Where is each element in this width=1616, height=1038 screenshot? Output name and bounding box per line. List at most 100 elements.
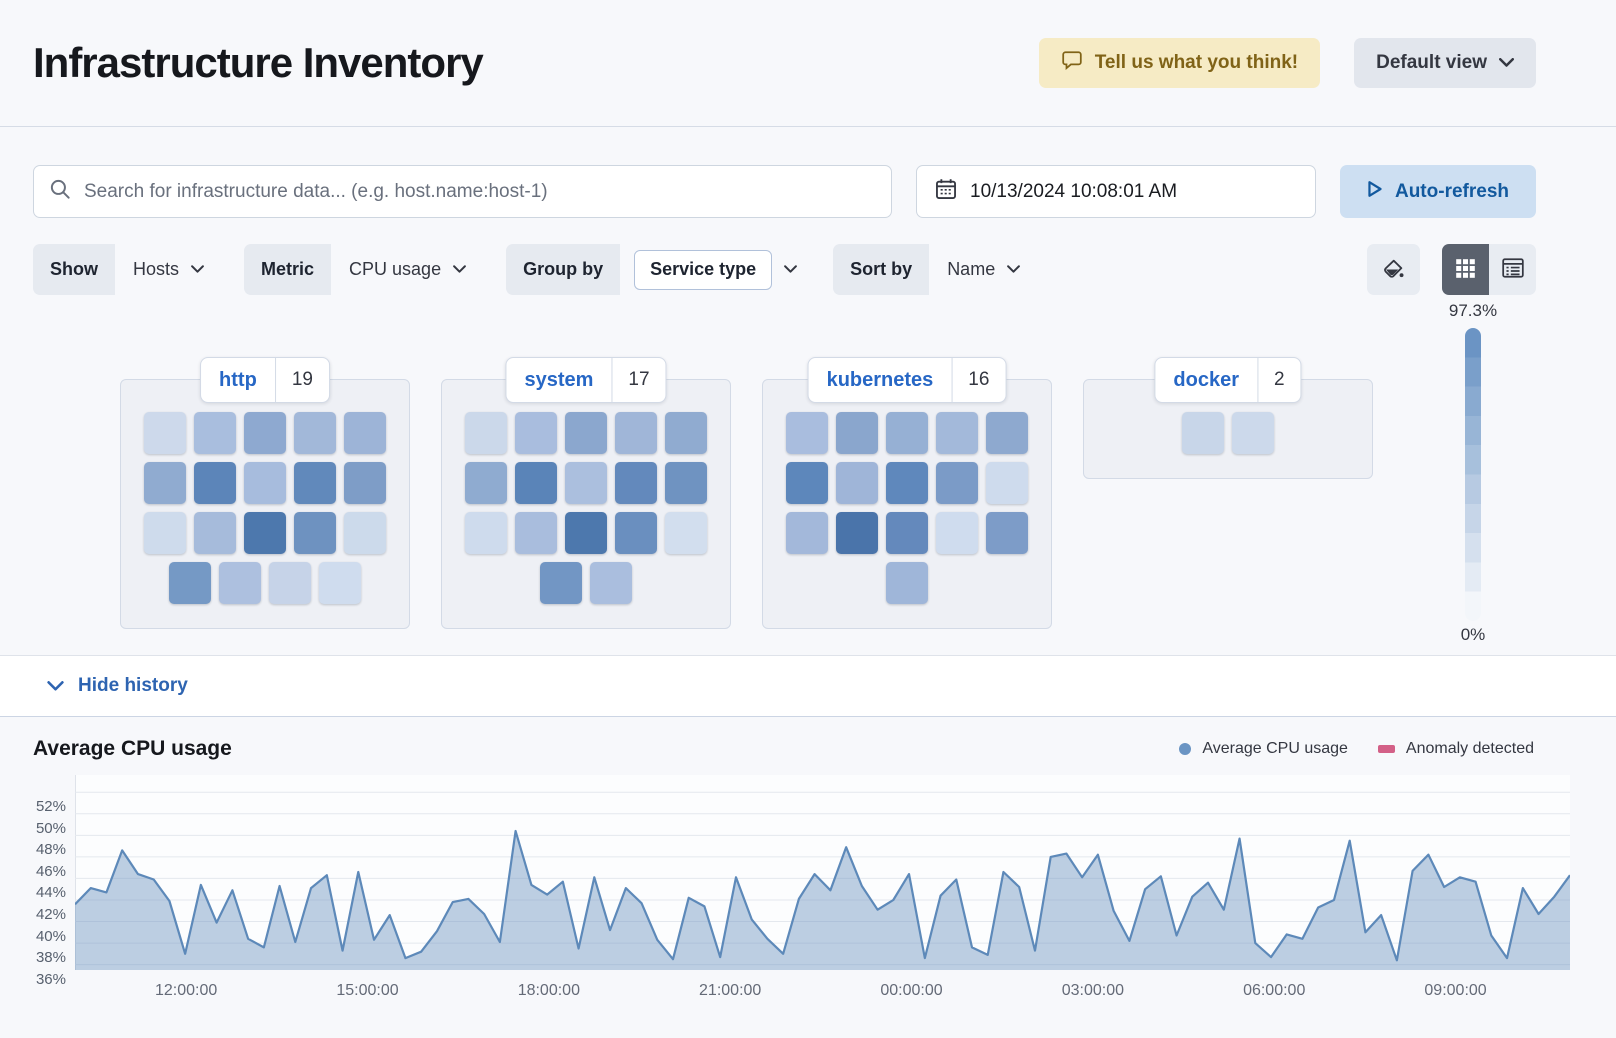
host-tile[interactable] [886,562,928,604]
host-tile[interactable] [886,412,928,454]
host-tile[interactable] [344,412,386,454]
group-label: system17 [505,357,666,403]
search-input[interactable] [84,181,875,203]
group-name-link[interactable]: kubernetes [809,369,952,392]
host-tile[interactable] [886,462,928,504]
host-tile[interactable] [219,562,261,604]
host-tile[interactable] [786,462,828,504]
host-tile[interactable] [986,512,1028,554]
host-tile[interactable] [169,562,211,604]
host-tile[interactable] [565,462,607,504]
host-tile[interactable] [665,462,707,504]
host-tile[interactable] [144,512,186,554]
host-tile[interactable] [936,462,978,504]
page-title: Infrastructure Inventory [33,39,483,87]
x-tick-label: 12:00:00 [155,982,217,1000]
host-tile[interactable] [194,512,236,554]
legend-item-avg-cpu[interactable]: Average CPU usage [1179,740,1348,758]
y-tick-label: 42% [36,906,66,923]
chart-title: Average CPU usage [33,737,232,761]
host-tile[interactable] [665,412,707,454]
group-label: docker2 [1154,357,1301,403]
host-tile[interactable] [344,512,386,554]
host-tile[interactable] [194,462,236,504]
legend-item-anomaly[interactable]: Anomaly detected [1378,740,1534,758]
host-tile[interactable] [515,412,557,454]
host-tile[interactable] [836,462,878,504]
host-tile[interactable] [665,512,707,554]
x-tick-label: 15:00:00 [336,982,398,1000]
search-toolbar: 10/13/2024 10:08:01 AM Auto-refresh [0,127,1616,218]
host-tile[interactable] [986,412,1028,454]
waffle-group-docker: docker2 [1083,379,1373,479]
chart-plot-area[interactable] [75,775,1570,970]
x-tick-label: 18:00:00 [518,982,580,1000]
speech-bubble-icon [1061,50,1083,76]
host-tile[interactable] [244,462,286,504]
group-label: http19 [200,357,330,403]
y-tick-label: 44% [36,884,66,901]
host-tile[interactable] [836,412,878,454]
host-tile[interactable] [244,412,286,454]
host-tile[interactable] [540,562,582,604]
host-tile[interactable] [615,412,657,454]
tile-row [121,512,409,554]
chevron-down-icon [453,265,466,274]
search-icon [50,179,71,205]
search-box [33,165,892,218]
view-dropdown-button[interactable]: Default view [1354,38,1536,88]
chevron-down-icon [1499,52,1514,74]
group-name-link[interactable]: system [506,369,611,392]
host-tile[interactable] [294,512,336,554]
waffle-group-kubernetes: kubernetes16 [762,379,1052,629]
host-tile[interactable] [786,412,828,454]
host-tile[interactable] [269,562,311,604]
tile-row [763,462,1051,504]
host-tile[interactable] [144,462,186,504]
metric-dropdown[interactable]: CPU usage [331,244,484,295]
host-tile[interactable] [1232,412,1274,454]
host-tile[interactable] [465,512,507,554]
history-toggle-bar: Hide history [0,655,1616,717]
view-mode-toggle [1442,244,1536,295]
host-tile[interactable] [936,412,978,454]
host-tile[interactable] [515,462,557,504]
show-dropdown[interactable]: Hosts [115,244,222,295]
date-time-picker[interactable]: 10/13/2024 10:08:01 AM [916,165,1316,218]
sort-by-dropdown[interactable]: Name [929,244,1038,295]
host-tile[interactable] [615,462,657,504]
hide-history-link[interactable]: Hide history [47,675,188,697]
group-name-link[interactable]: http [201,369,275,392]
host-tile[interactable] [1182,412,1224,454]
host-tile[interactable] [590,562,632,604]
host-tile[interactable] [786,512,828,554]
grid-view-icon [1454,257,1477,283]
host-tile[interactable] [319,562,361,604]
host-tile[interactable] [244,512,286,554]
chevron-down-icon[interactable] [784,261,797,279]
host-tile[interactable] [836,512,878,554]
host-tile[interactable] [144,412,186,454]
host-tile[interactable] [465,412,507,454]
group-by-combobox[interactable]: Service type [634,250,772,290]
host-tile[interactable] [936,512,978,554]
host-tile[interactable] [465,462,507,504]
tile-row [442,462,730,504]
feedback-button[interactable]: Tell us what you think! [1039,38,1320,88]
table-view-button[interactable] [1489,244,1536,295]
host-tile[interactable] [986,462,1028,504]
host-tile[interactable] [615,512,657,554]
host-tile[interactable] [294,462,336,504]
host-tile[interactable] [344,462,386,504]
auto-refresh-button[interactable]: Auto-refresh [1340,165,1536,218]
host-tile[interactable] [565,412,607,454]
host-tile[interactable] [886,512,928,554]
host-tile[interactable] [194,412,236,454]
host-tile[interactable] [515,512,557,554]
host-tile[interactable] [565,512,607,554]
grid-view-button[interactable] [1442,244,1489,295]
host-tile[interactable] [294,412,336,454]
y-tick-label: 50% [36,820,66,837]
color-palette-button[interactable] [1367,244,1420,295]
group-name-link[interactable]: docker [1155,369,1257,392]
